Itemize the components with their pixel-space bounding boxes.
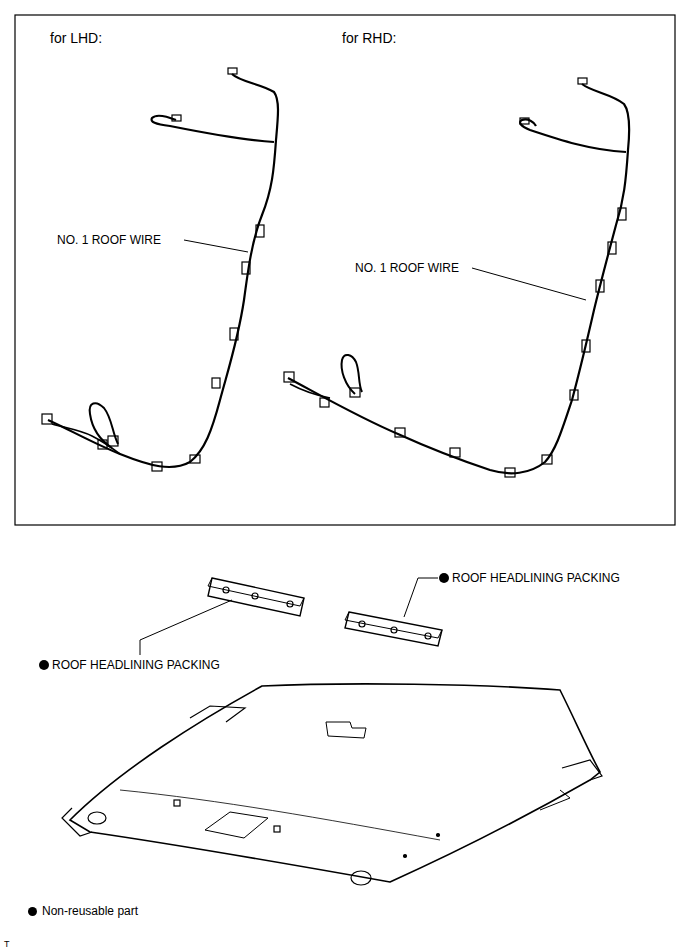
non-reusable-mark	[439, 573, 449, 583]
roof-headlining-packing	[208, 578, 442, 646]
part-name: NO. 1 ROOF WIRE	[355, 262, 459, 274]
legend-text: Non-reusable part	[42, 904, 138, 918]
frame	[15, 15, 675, 525]
non-reusable-mark	[39, 660, 49, 670]
roof-wire-lhd	[42, 68, 278, 471]
roof-wire-rhd	[284, 78, 629, 477]
variant-heading: for LHD:	[50, 31, 102, 45]
part-name: ROOF HEADLINING PACKING	[452, 572, 620, 584]
part-name: ROOF HEADLINING PACKING	[52, 659, 220, 671]
legend-swatch	[28, 907, 37, 916]
figure-code: T	[4, 940, 10, 949]
roof-headlining	[62, 684, 602, 885]
part-name: NO. 1 ROOF WIRE	[57, 234, 161, 246]
variant-heading: for RHD:	[342, 31, 396, 45]
legend-entry: Non-reusable part	[28, 904, 138, 918]
